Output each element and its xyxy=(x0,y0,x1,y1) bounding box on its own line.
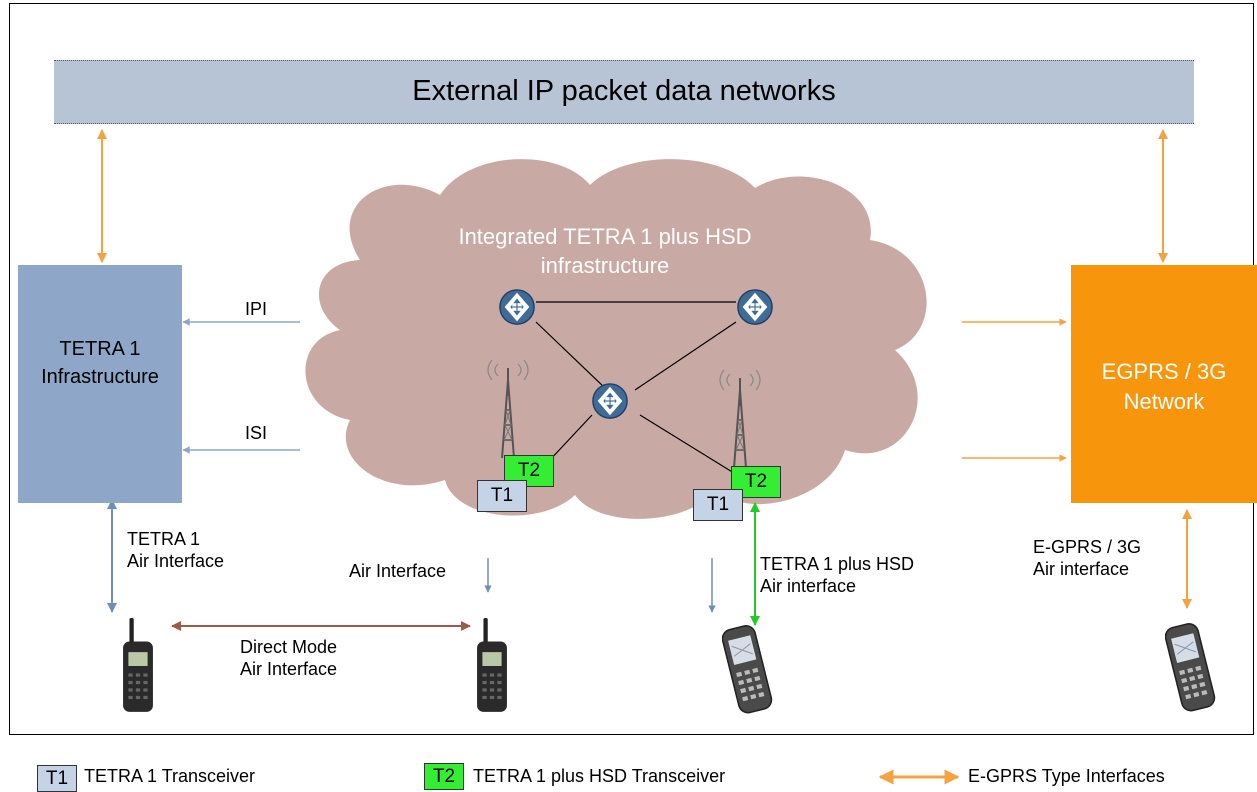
direct-mode-line1: Direct Mode xyxy=(240,637,338,657)
tetra1-infra-line2: Infrastructure xyxy=(41,366,159,388)
hsd-air-line2: Air interface xyxy=(760,576,857,596)
direct-mode-label: Direct Mode Air Interface xyxy=(240,636,337,680)
t1-transceiver-left: T1 xyxy=(477,480,527,512)
handheld-radio-icon xyxy=(123,618,153,712)
router-icon xyxy=(737,289,773,325)
cloud-title-line2: infrastructure xyxy=(540,253,670,278)
mobile-phone-icon xyxy=(1165,621,1217,714)
mobile-phone-icon xyxy=(722,623,774,716)
legend-t1-label: TETRA 1 Transceiver xyxy=(84,766,256,786)
tetra1-infra-line1: TETRA 1 xyxy=(59,338,141,360)
network-links xyxy=(535,301,743,479)
t1-transceiver-right: T1 xyxy=(693,489,743,521)
legend-egprs-label: E-GPRS Type Interfaces xyxy=(968,766,1165,786)
legend-t2-badge: T2 xyxy=(424,763,464,790)
hsd-air-interface-label: TETRA 1 plus HSD Air interface xyxy=(760,553,914,597)
air-interface-label: Air Interface xyxy=(349,561,447,581)
router-icon xyxy=(592,383,628,419)
tetra-air-line2: Air Interface xyxy=(127,551,225,571)
cloud-title: Integrated TETRA 1 plus HSD infrastructu… xyxy=(340,222,870,280)
hsd-air-line1: TETRA 1 plus HSD xyxy=(760,554,915,574)
egprs-air-line1: E-GPRS / 3G xyxy=(1033,537,1142,557)
egprs-network-line2: Network xyxy=(1123,389,1205,414)
legend-t1-badge: T1 xyxy=(37,765,77,792)
router-icon xyxy=(499,289,535,325)
tetra-air-interface-label: TETRA 1 Air Interface xyxy=(127,528,224,572)
infrastructure-cloud xyxy=(305,159,927,519)
egprs-air-interface-label: E-GPRS / 3G Air interface xyxy=(1033,536,1141,580)
egprs-air-line2: Air interface xyxy=(1033,559,1130,579)
cloud-title-line1: Integrated TETRA 1 plus HSD xyxy=(458,224,752,249)
egprs-network-line1: EGPRS / 3G xyxy=(1101,359,1227,384)
legend-t2-label: TETRA 1 plus HSD Transceiver xyxy=(473,766,726,786)
tetra1-infrastructure-box: TETRA 1 Infrastructure xyxy=(18,265,182,503)
isi-label: ISI xyxy=(245,423,268,443)
egprs-3g-network-box: EGPRS / 3G Network xyxy=(1071,265,1257,503)
tetra1-infrastructure-label: TETRA 1 Infrastructure xyxy=(18,335,182,391)
external-ip-networks-banner: External IP packet data networks xyxy=(54,60,1194,124)
tetra-air-line1: TETRA 1 xyxy=(127,529,201,549)
handheld-radio-icon xyxy=(477,618,507,712)
egprs-network-label: EGPRS / 3G Network xyxy=(1071,357,1257,417)
direct-mode-line2: Air Interface xyxy=(240,659,338,679)
ipi-label: IPI xyxy=(245,299,268,319)
banner-label: External IP packet data networks xyxy=(412,75,836,107)
